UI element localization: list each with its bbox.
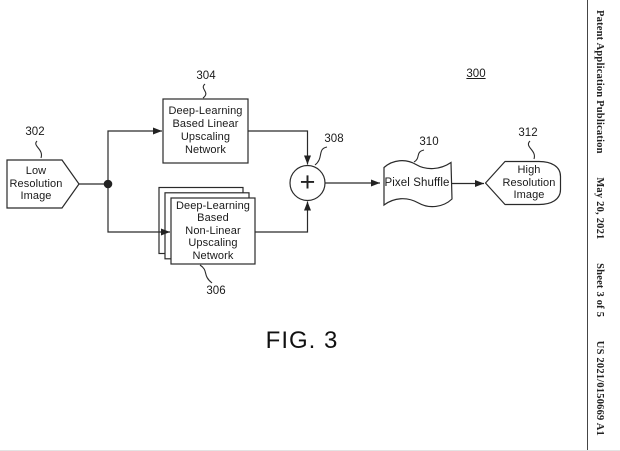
input-label-line: Resolution: [9, 177, 63, 190]
output-shape: [484, 160, 562, 206]
pixel-shuffle-label: Pixel Shuffle: [382, 164, 452, 204]
date-label: May 20, 2021: [594, 177, 605, 240]
leader-304: [202, 83, 207, 99]
input-label-line: Image: [20, 190, 52, 203]
nonlinear-label-line: Based: [197, 212, 229, 225]
linear-label-line: Deep-Learning: [168, 105, 243, 118]
arrow-to-linear: [107, 127, 162, 184]
ref-306: 306: [206, 285, 226, 297]
patent-header-sidebar: Patent Application Publication May 20, 2…: [592, 10, 607, 436]
sheet-label: Sheet 3 of 5: [594, 263, 605, 318]
output-label-line: Resolution: [502, 176, 556, 189]
linear-label-line: Based Linear: [172, 118, 239, 131]
nonlinear-label-line: Non-Linear: [185, 224, 241, 237]
nonlinear-label-line: Upscaling: [188, 237, 238, 250]
diagram-ref-300: 300: [466, 68, 486, 80]
nonlinear-label-line: Deep-Learning: [175, 199, 251, 212]
linear-network-label: Deep-Learning Based Linear Upscaling Net…: [163, 99, 248, 163]
output-label-line: Image: [513, 189, 545, 202]
nonlinear-network-label: Deep-Learning Based Non-Linear Upscaling…: [171, 198, 255, 264]
adder-circle: [289, 164, 326, 202]
publication-label: Patent Application Publication: [594, 10, 605, 154]
figure-caption: FIG. 3: [265, 327, 339, 354]
nonlinear-network-stack: [158, 186, 256, 265]
ref-308: 308: [324, 133, 344, 145]
nonlinear-label-line: Network: [192, 249, 234, 262]
pixel-shuffle-label-text: Pixel Shuffle: [384, 177, 450, 190]
patent-number-label: US 2021/0150669 A1: [594, 340, 605, 436]
leader-306: [199, 264, 213, 284]
leader-310: [413, 149, 425, 163]
arrow-to-nonlinear: [107, 184, 170, 236]
arrow-linear-to-adder: [248, 130, 311, 165]
input-label-line: Low: [25, 164, 47, 177]
ref-312: 312: [518, 127, 538, 139]
arrow-nonlinear-to-adder: [255, 201, 311, 233]
input-label: Low Resolution Image: [7, 160, 65, 208]
linear-label-line: Network: [184, 143, 227, 156]
leader-312: [527, 140, 535, 160]
input-shape: [6, 159, 80, 209]
adder-plus-symbol: +: [299, 167, 316, 197]
ref-302: 302: [25, 126, 45, 138]
page-margin-rule: [587, 0, 588, 450]
output-label-line: High: [517, 163, 541, 176]
ref-304: 304: [196, 70, 216, 82]
linear-label-line: Upscaling: [180, 131, 231, 143]
leader-302: [35, 140, 43, 159]
ref-310: 310: [419, 136, 439, 148]
pixel-shuffle-shape: [383, 160, 453, 208]
leader-308: [314, 146, 328, 166]
branch-dot: [103, 179, 113, 189]
output-label: High Resolution Image: [496, 159, 562, 207]
